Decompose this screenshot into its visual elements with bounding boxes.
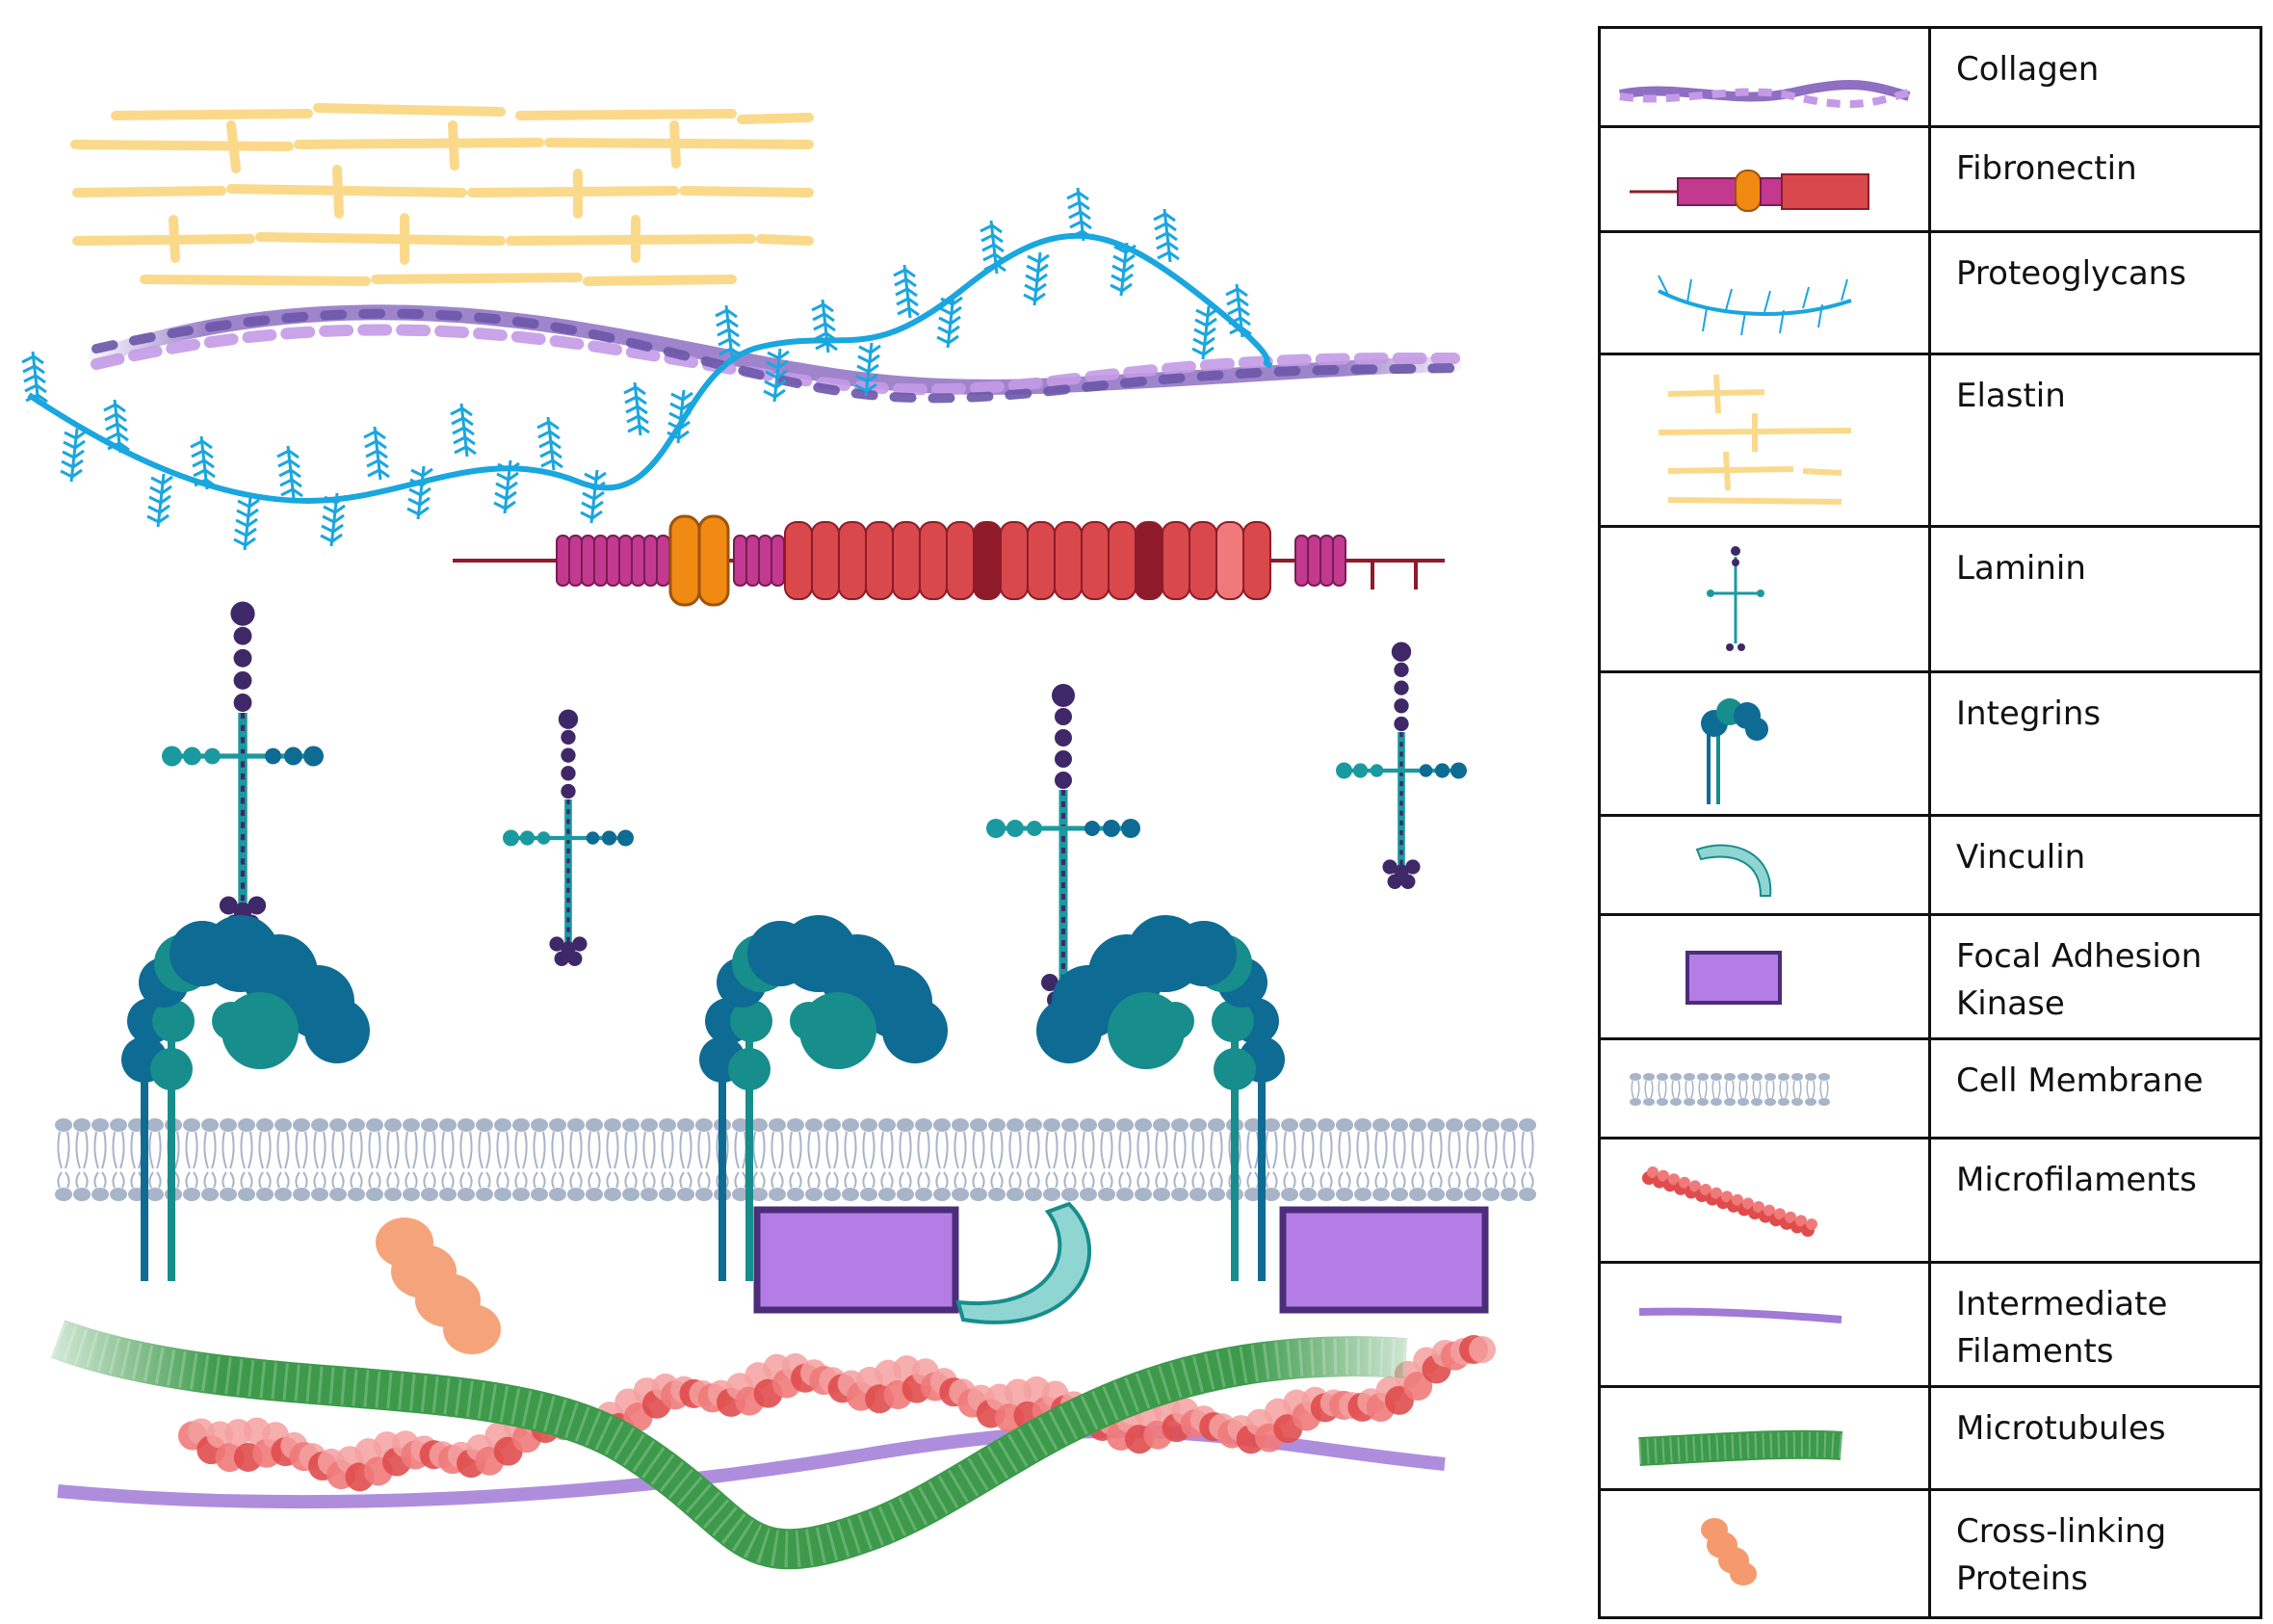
crosslinking-protein [376, 1218, 501, 1354]
integrin-1 [121, 915, 370, 1281]
legend-row-microtubules: Microtubules [1598, 1385, 2262, 1491]
legend-row-vinculin: Vinculin [1598, 814, 2262, 916]
integrin-2 [699, 915, 948, 1281]
legend-row-crosslinking-proteins: Cross-linking Proteins [1598, 1488, 2262, 1619]
legend-label-collagen: Collagen [1928, 26, 2262, 128]
laminin-icon [1707, 546, 1764, 651]
legend-row-cell-membrane: Cell Membrane [1598, 1037, 2262, 1139]
legend-row-fibronectin: Fibronectin [1598, 125, 2262, 233]
legend-label-proteoglycans: Proteoglycans [1928, 230, 2262, 355]
integrin-icon [1701, 698, 1768, 804]
legend-row-microfilaments: Microfilaments [1598, 1137, 2262, 1264]
legend-label-cell-membrane: Cell Membrane [1928, 1037, 2262, 1139]
legend-label-laminin: Laminin [1928, 525, 2262, 673]
legend-label-elastin: Elastin [1928, 353, 2262, 528]
vinculin-arc [955, 1201, 1092, 1324]
collagen-fiber [89, 304, 1462, 404]
legend-label-crosslinking-proteins: Cross-linking Proteins [1928, 1488, 2262, 1619]
legend-label-microfilaments: Microfilaments [1928, 1137, 2262, 1264]
focal-adhesion-kinase-1 [753, 1206, 959, 1314]
elastin-icon [1658, 374, 1852, 505]
legend-label-fibronectin: Fibronectin [1928, 125, 2262, 233]
elastin-mesh [70, 103, 814, 286]
legend-row-elastin: Elastin [1598, 353, 2262, 528]
legend-label-intermediate-filaments: Intermediate Filaments [1928, 1261, 2262, 1388]
fibronectin-module [453, 514, 1445, 607]
proteoglycan-icon [1658, 275, 1852, 336]
microtubule-icon [1638, 1429, 1843, 1466]
legend-row-intermediate-filaments: Intermediate Filaments [1598, 1261, 2262, 1388]
legend-label-focal-adhesion-kinase: Focal Adhesion Kinase [1928, 913, 2262, 1040]
membrane-icon [1630, 1073, 1830, 1106]
ecm-illustration [21, 103, 1536, 1570]
legend-row-focal-adhesion-kinase: Focal Adhesion Kinase [1598, 913, 2262, 1040]
intermediate-filament-icon [1638, 1307, 1842, 1323]
laminin-4 [1336, 642, 1467, 889]
legend-label-microtubules: Microtubules [1928, 1385, 2262, 1491]
legend-table: Collagen Fibronectin [1598, 26, 2273, 1619]
laminin-3 [986, 684, 1140, 1008]
legend-row-laminin: Laminin [1598, 525, 2262, 673]
legend-label-vinculin: Vinculin [1928, 814, 2262, 916]
integrin-3 [1036, 915, 1285, 1281]
integrin-group [121, 915, 1285, 1281]
focal-adhesion-kinase-2 [1279, 1206, 1489, 1314]
fibronectin-icon [1630, 170, 1869, 212]
fak-icon [1685, 951, 1782, 1005]
laminin-1 [162, 601, 324, 933]
crosslinking-protein-icon [1701, 1518, 1757, 1585]
laminin-2 [503, 709, 634, 966]
cell-membrane [55, 1118, 1536, 1201]
legend-row-integrins: Integrins [1598, 670, 2262, 817]
legend-label-integrins: Integrins [1928, 670, 2262, 817]
legend-row-proteoglycans: Proteoglycans [1598, 230, 2262, 355]
microtubule [50, 1320, 1408, 1570]
legend-row-collagen: Collagen [1598, 26, 2262, 128]
microfilament-icon [1642, 1166, 1817, 1237]
vinculin-icon [1695, 844, 1772, 897]
collagen-icon [1619, 79, 1911, 109]
proteoglycan-chain [21, 187, 1273, 551]
